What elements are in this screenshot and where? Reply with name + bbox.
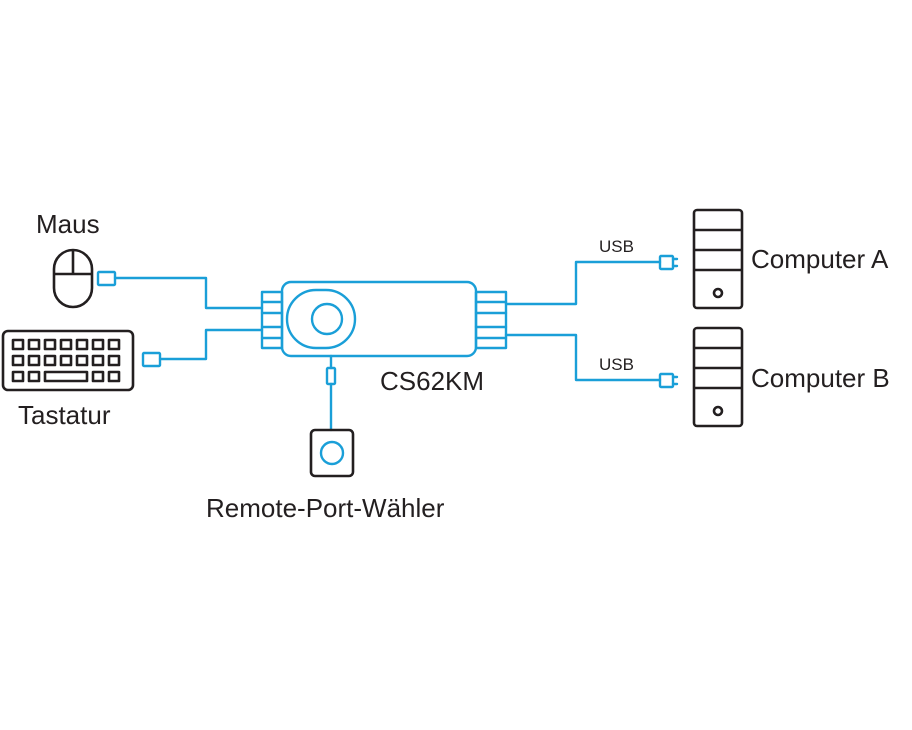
keyboard-icon [1,329,135,392]
mouse-label: Maus [36,209,100,239]
usb-cable-a [504,254,679,306]
computer-a-label: Computer A [751,244,889,274]
mouse-icon [52,248,94,309]
usb-cable-b [504,333,679,389]
computer-b-icon [692,326,744,428]
keyboard-cable [141,328,264,368]
computer-b-label: Computer B [751,363,890,393]
remote-selector-label: Remote-Port-Wähler [206,493,445,523]
mouse-cable [96,270,264,310]
computer-a-icon [692,208,744,310]
keyboard-keys [11,338,121,383]
usb-label-a: USB [599,237,634,256]
remote-port-selector-icon [309,428,355,478]
usb-label-b: USB [599,355,634,374]
switch-model-label: CS62KM [380,366,484,396]
kvm-switch-icon [260,280,508,358]
keyboard-label: Tastatur [18,400,111,430]
remote-selector-cable [325,354,337,432]
